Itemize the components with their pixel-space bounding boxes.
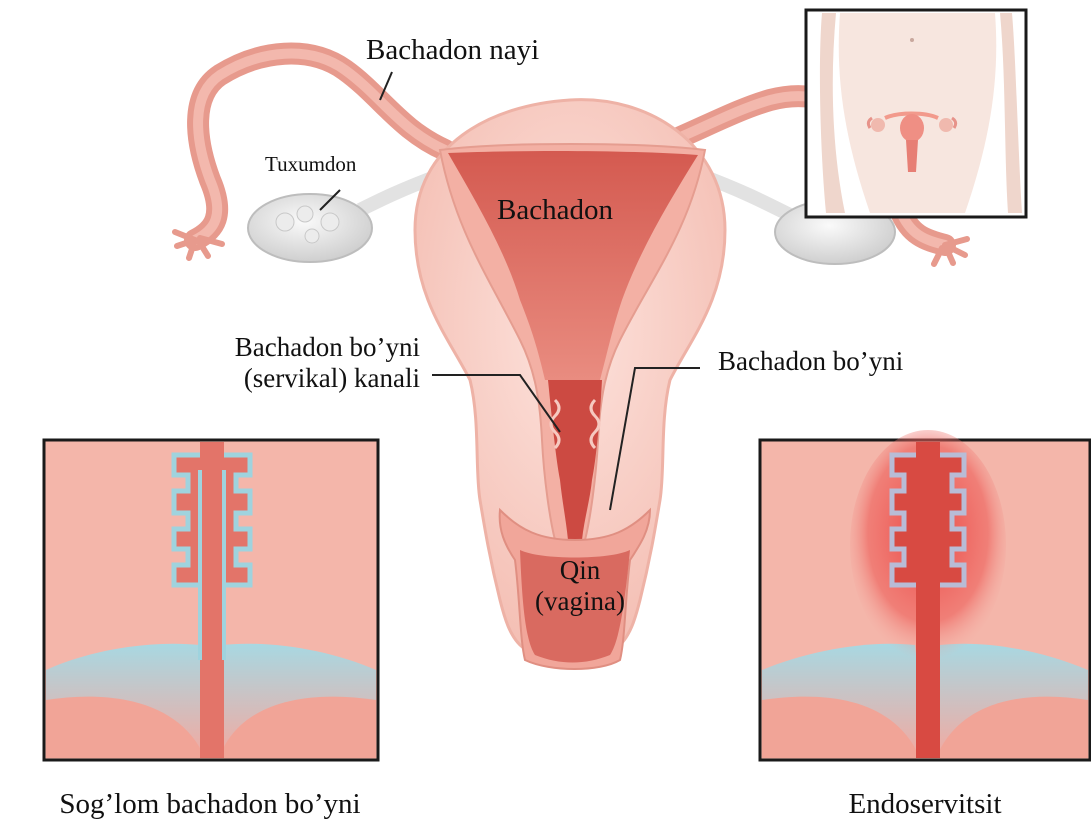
label-vagina: Qin (vagina) [500, 555, 660, 617]
label-fallopian-tube: Bachadon nayi [366, 34, 539, 67]
label-cervical-canal-line2: (servikal) kanali [140, 363, 420, 394]
label-vagina-line2: (vagina) [500, 586, 660, 617]
caption-endocervicitis: Endoservitsit [760, 788, 1090, 821]
inset-body [806, 10, 1026, 217]
ovary-left [248, 175, 440, 262]
label-ovary: Tuxumdon [265, 152, 356, 176]
label-cervix: Bachadon bo’yni [718, 346, 903, 377]
label-vagina-line1: Qin [500, 555, 660, 586]
label-cervical-canal-line1: Bachadon bo’yni [140, 332, 420, 363]
caption-healthy-cervix: Sog’lom bachadon bo’yni [0, 788, 420, 821]
inset-healthy-cervix [44, 440, 378, 760]
label-cervical-canal: Bachadon bo’yni (servikal) kanali [140, 332, 420, 394]
label-uterus: Bachadon [497, 194, 613, 227]
inset-endocervicitis [760, 430, 1090, 760]
